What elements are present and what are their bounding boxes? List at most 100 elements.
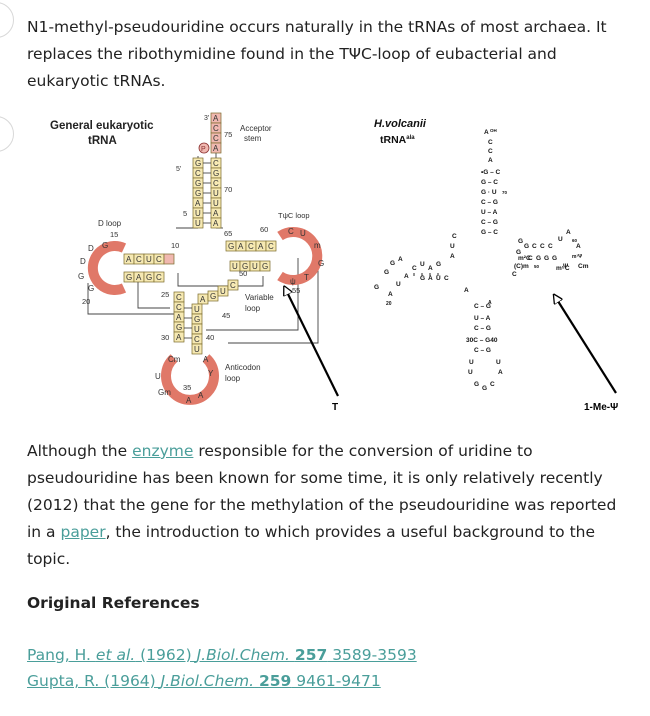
svg-text:G: G xyxy=(194,315,200,324)
svg-text:D: D xyxy=(88,244,94,253)
left-title-2: tRNA xyxy=(88,135,117,147)
svg-text:G: G xyxy=(420,275,425,282)
svg-text:G: G xyxy=(195,159,201,168)
label-50: 50 xyxy=(239,269,247,278)
svg-text:60: 60 xyxy=(572,238,578,243)
svg-text:G: G xyxy=(552,255,557,262)
svg-text:C – G: C – G xyxy=(474,325,491,332)
svg-text:A: A xyxy=(213,219,219,228)
svg-text:U: U xyxy=(195,219,201,228)
references-heading: Original References xyxy=(27,594,200,612)
svg-text:Cm: Cm xyxy=(578,263,589,270)
svg-text:A: A xyxy=(488,300,492,306)
svg-text:G: G xyxy=(210,292,216,301)
svg-text:A: A xyxy=(398,256,403,263)
acceptor-label-2: stem xyxy=(244,134,262,143)
pointer-arrow-me-psi xyxy=(556,298,617,394)
svg-text:C: C xyxy=(156,255,162,264)
svg-text:20: 20 xyxy=(386,301,392,307)
svg-text:U: U xyxy=(194,325,200,334)
reference-link-1[interactable]: Pang, H. et al. (1962) J.Biol.Chem. 257 … xyxy=(27,646,417,664)
svg-text:A: A xyxy=(484,129,489,136)
paper-link[interactable]: paper xyxy=(60,523,106,541)
svg-text:C: C xyxy=(288,227,294,236)
svg-text:U: U xyxy=(194,305,200,314)
svg-text:G: G xyxy=(262,262,268,271)
right-title-1: H.volcanii xyxy=(374,118,427,130)
label-30: 30 xyxy=(161,333,169,342)
svg-text:A: A xyxy=(428,275,433,282)
svg-text:G: G xyxy=(228,242,234,251)
svg-text:G: G xyxy=(474,381,479,388)
tloop-label: TψC loop xyxy=(278,211,310,220)
label-60: 60 xyxy=(260,225,268,234)
label-3prime: 3' xyxy=(204,115,209,122)
svg-text:Gm: Gm xyxy=(158,388,171,397)
svg-text:G: G xyxy=(544,255,549,262)
enzyme-link[interactable]: enzyme xyxy=(132,442,194,460)
svg-text:m: m xyxy=(314,241,321,250)
svg-text:G: G xyxy=(146,273,152,282)
dloop-label: D loop xyxy=(98,219,122,228)
svg-text:A: A xyxy=(488,157,493,164)
body-line-1-pre: Although the xyxy=(27,442,133,460)
p-letter: P xyxy=(201,146,206,153)
body-line-5: topic. xyxy=(27,550,71,568)
svg-text:G: G xyxy=(242,262,248,271)
svg-text:C: C xyxy=(195,169,201,178)
svg-text:m¹Ψ: m¹Ψ xyxy=(572,254,582,260)
svg-text:C: C xyxy=(136,255,142,264)
label-40: 40 xyxy=(206,333,214,342)
svg-text:m²C: m²C xyxy=(518,255,531,262)
svg-text:C: C xyxy=(213,124,219,133)
svg-text:G: G xyxy=(195,179,201,188)
svg-text:C – G: C – G xyxy=(481,199,498,206)
svg-text:ψ: ψ xyxy=(290,277,296,286)
svg-text:m⁵C: m⁵C xyxy=(556,265,570,272)
label-70: 70 xyxy=(224,185,232,194)
svg-text:G: G xyxy=(126,273,132,282)
right-title-2-main: tRNA xyxy=(380,134,407,146)
svg-text:G – C: G – C xyxy=(481,179,498,186)
label-15: 15 xyxy=(110,230,118,239)
svg-text:C: C xyxy=(412,265,417,272)
svg-text:70: 70 xyxy=(502,190,508,195)
p-circle xyxy=(198,142,210,154)
svg-text:C: C xyxy=(213,179,219,188)
reference-link-2[interactable]: Gupta, R. (1964) J.Biol.Chem. 259 9461-9… xyxy=(27,672,381,690)
acceptor-label-1: Acceptor xyxy=(240,124,272,133)
svg-text:C: C xyxy=(488,148,493,155)
svg-text:C: C xyxy=(213,134,219,143)
left-title-1: General eukaryotic xyxy=(50,120,154,132)
svg-text:A: A xyxy=(566,229,571,236)
label-10: 10 xyxy=(171,241,179,250)
svg-text:U: U xyxy=(496,359,501,366)
svg-text:U: U xyxy=(194,345,200,354)
svg-text:U – A: U – A xyxy=(474,315,491,322)
svg-text:A: A xyxy=(498,369,503,376)
svg-text:A: A xyxy=(258,242,264,251)
svg-text:A: A xyxy=(428,265,433,272)
pointer-arrow-t xyxy=(286,290,339,397)
svg-text:G: G xyxy=(536,255,541,262)
svg-text:U – A: U – A xyxy=(481,209,498,216)
label-5prime: 5' xyxy=(176,166,181,173)
intro-line-1: N1-methyl-pseudouridine occurs naturally… xyxy=(27,18,607,36)
svg-text:G: G xyxy=(102,241,108,250)
body-line-4-post: , the introduction to which provides a u… xyxy=(105,523,596,541)
svg-text:(C)m: (C)m xyxy=(514,263,529,270)
svg-text:U: U xyxy=(213,199,219,208)
svg-text:U: U xyxy=(396,281,401,288)
svg-text:A: A xyxy=(195,199,201,208)
svg-text:C: C xyxy=(512,271,517,278)
svg-text:U: U xyxy=(232,262,238,271)
svg-text:C: C xyxy=(488,139,493,146)
svg-text:G: G xyxy=(516,249,521,256)
svg-text:A: A xyxy=(213,209,219,218)
svg-text:G · U: G · U xyxy=(481,189,497,196)
svg-text:G: G xyxy=(384,269,389,276)
svg-text:G – C: G – C xyxy=(481,229,498,236)
svg-text:G: G xyxy=(88,284,94,293)
svg-text:C: C xyxy=(156,273,162,282)
